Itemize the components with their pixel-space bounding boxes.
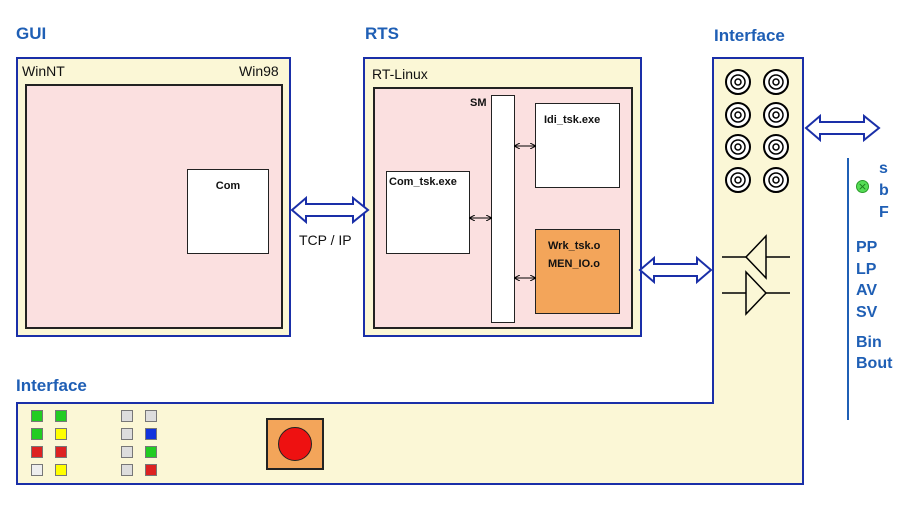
led — [31, 464, 43, 476]
bnc-connector-icon — [763, 69, 789, 95]
signal-pp: PP — [856, 239, 878, 256]
bnc-connector-icon — [763, 167, 789, 193]
gui-os-left: WinNT — [22, 63, 65, 79]
bnc-connector-icon — [763, 134, 789, 160]
idi-task-label: Idi_tsk.exe — [544, 114, 601, 126]
led — [145, 446, 157, 458]
interface-panel-joint — [714, 400, 802, 404]
wrk-task-box: Wrk_tsk.o MEN_IO.o — [535, 229, 620, 314]
wrk-task-label: Wrk_tsk.o — [548, 240, 601, 252]
status-led-icon: × — [856, 180, 869, 193]
signal-bus-line — [847, 158, 849, 420]
led — [121, 428, 133, 440]
bnc-connector-icon — [763, 102, 789, 128]
amplifier-right-icon — [722, 270, 790, 316]
idi-task-box: Idi_tsk.exe — [535, 103, 620, 188]
red-push-button[interactable] — [266, 418, 324, 470]
com-task-box: Com_tsk.exe — [386, 171, 470, 254]
red-button-cap[interactable] — [278, 427, 312, 461]
rts-interface-double-arrow — [638, 255, 713, 285]
led — [31, 428, 43, 440]
led — [145, 464, 157, 476]
led — [121, 446, 133, 458]
tcp-ip-label: TCP / IP — [299, 232, 352, 248]
amplifier-left-icon — [722, 234, 790, 280]
led — [55, 428, 67, 440]
bnc-connector-icon — [725, 134, 751, 160]
bnc-connector-icon — [725, 102, 751, 128]
signal-av: AV — [856, 282, 878, 299]
led — [31, 446, 43, 458]
gui-com-label: Com — [215, 180, 241, 192]
interface-bottom-heading: Interface — [16, 376, 87, 395]
rts-os: RT-Linux — [372, 66, 428, 82]
gui-com-box: Com — [187, 169, 269, 254]
interface-right-heading: Interface — [714, 26, 785, 45]
led — [55, 464, 67, 476]
men-io-label: MEN_IO.o — [548, 258, 600, 270]
signal-sv: SV — [856, 304, 878, 321]
bnc-connector-icon — [725, 69, 751, 95]
led — [55, 410, 67, 422]
led — [31, 410, 43, 422]
rts-heading: RTS — [365, 24, 399, 43]
signal-s: s — [879, 160, 888, 177]
led — [145, 428, 157, 440]
signal-b: b — [879, 182, 889, 199]
led — [145, 410, 157, 422]
signal-bin: Bin — [856, 334, 882, 351]
sm-label: SM — [470, 97, 487, 109]
shared-memory-bar — [491, 95, 515, 323]
bnc-connector-icon — [725, 167, 751, 193]
com-task-label: Com_tsk.exe — [389, 176, 457, 188]
signal-f: F — [879, 204, 889, 221]
gui-os-right: Win98 — [239, 63, 279, 79]
led — [121, 410, 133, 422]
led — [121, 464, 133, 476]
external-double-arrow — [804, 113, 881, 143]
bnc-connectors — [725, 69, 789, 193]
signal-bout: Bout — [856, 355, 893, 372]
gui-heading: GUI — [16, 24, 47, 43]
led — [55, 446, 67, 458]
signal-lp: LP — [856, 261, 877, 278]
tcp-ip-double-arrow — [290, 195, 370, 225]
